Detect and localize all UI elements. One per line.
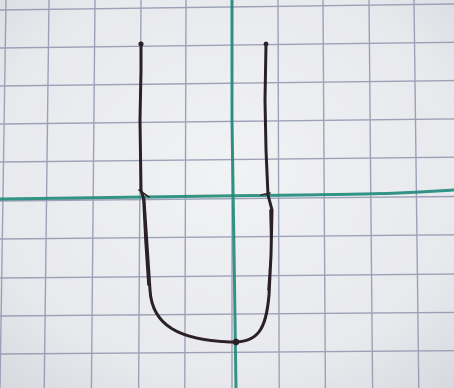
horizontal-axis-line xyxy=(0,188,454,201)
u-curve-overstroke xyxy=(138,189,272,291)
grid-line-horizontal xyxy=(0,3,454,11)
grid-line-horizontal xyxy=(0,156,454,163)
grid-line-horizontal xyxy=(0,41,454,49)
grid-line-horizontal xyxy=(0,195,454,202)
curve-end-point xyxy=(263,41,269,47)
curve-start-point xyxy=(138,41,144,47)
grid-line-vertical xyxy=(43,0,50,388)
grid-line-horizontal xyxy=(0,311,454,317)
grid-line-horizontal xyxy=(0,350,454,355)
u-curve-drawing xyxy=(138,42,274,344)
grid-line-vertical xyxy=(413,0,420,388)
grid-line-horizontal xyxy=(0,234,454,240)
grid-line-horizontal xyxy=(0,118,454,125)
grid-line-vertical xyxy=(90,0,96,388)
vertical-axis-line xyxy=(230,0,238,388)
grid-line-vertical xyxy=(0,0,7,388)
grid-line-horizontal xyxy=(0,79,454,87)
curve-vertex-point xyxy=(232,338,240,346)
grid-line-vertical xyxy=(184,0,187,388)
grid-line-horizontal xyxy=(0,273,454,279)
